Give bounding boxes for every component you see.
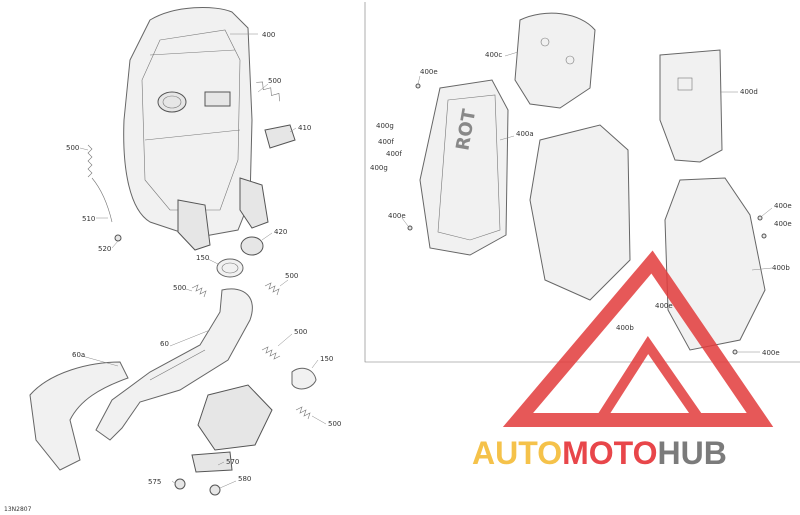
- label-510: 510: [82, 215, 95, 223]
- watermark-hub: HUB: [657, 435, 726, 471]
- watermark-auto: AUTO: [472, 435, 562, 471]
- bracket-410: [264, 124, 296, 149]
- label-400d: 400d: [740, 88, 758, 96]
- spring-500-mid-left: [191, 284, 207, 298]
- label-400e-mid: 400e: [655, 302, 673, 310]
- label-400a: 400a: [516, 130, 534, 138]
- plate-400d: [659, 49, 723, 163]
- label-400b-mid: 400b: [616, 324, 634, 332]
- watermark-text: AUTOMOTOHUB: [472, 435, 727, 471]
- label-500-mid-right: 500: [285, 272, 298, 280]
- watermark-moto: MOTO: [562, 435, 657, 471]
- watermark-inner-triangle: [590, 335, 710, 425]
- label-500-bottom: 500: [328, 420, 341, 428]
- label-410: 410: [298, 124, 311, 132]
- label-60a: 60a: [72, 351, 85, 359]
- leader-lines: [79, 33, 773, 489]
- nut-580: [209, 484, 221, 496]
- label-570: 570: [226, 458, 239, 466]
- panel-400a: [419, 79, 509, 256]
- spring-500-bottom: [295, 406, 311, 420]
- catalyst: [197, 384, 273, 451]
- cable-510: [91, 177, 113, 223]
- screw-520: [114, 234, 122, 242]
- spring-500-left: [87, 144, 93, 178]
- label-580: 580: [238, 475, 251, 483]
- label-500-top: 500: [268, 77, 281, 85]
- label-400c: 400c: [485, 51, 502, 59]
- label-400e-left: 400e: [388, 212, 406, 220]
- muffler-housing: [123, 6, 269, 251]
- label-400e-bottom: 400e: [762, 349, 780, 357]
- label-400f-a: 400f: [378, 138, 394, 146]
- label-500-left: 500: [66, 144, 79, 152]
- label-520: 520: [98, 245, 111, 253]
- label-500-lower: 500: [294, 328, 307, 336]
- exhaust-pipe-60: [95, 288, 253, 441]
- label-400e-right1: 400e: [774, 202, 792, 210]
- label-400g-a: 400g: [376, 122, 394, 130]
- bracket-570: [191, 451, 233, 473]
- label-400: 400: [262, 31, 275, 39]
- label-60: 60: [160, 340, 169, 348]
- label-400e-right2: 400e: [774, 220, 792, 228]
- watermark-logo: [502, 250, 774, 427]
- plate-400c: [514, 12, 596, 109]
- doc-code: 13N2807: [4, 506, 32, 513]
- label-420: 420: [274, 228, 287, 236]
- label-500-mid-left: 500: [173, 284, 186, 292]
- label-400g-b: 400g: [370, 164, 388, 172]
- heat-shield-60a: [29, 361, 129, 471]
- spring-500-lower: [261, 346, 281, 360]
- spring-500-mid-right: [264, 282, 280, 296]
- label-400f-b: 400f: [386, 150, 402, 158]
- gasket-150-lower: [291, 367, 317, 390]
- cap-420: [240, 236, 264, 256]
- shell-400b: [664, 177, 766, 351]
- label-400b: 400b: [772, 264, 790, 272]
- label-400e-top: 400e: [420, 68, 438, 76]
- label-575: 575: [148, 478, 161, 486]
- label-150-lower: 150: [320, 355, 333, 363]
- gasket-150-top: [216, 258, 244, 278]
- label-150-top: 150: [196, 254, 209, 262]
- bolt-575: [174, 478, 186, 490]
- inner-frame: [529, 124, 631, 301]
- spring-500-top: [256, 81, 280, 102]
